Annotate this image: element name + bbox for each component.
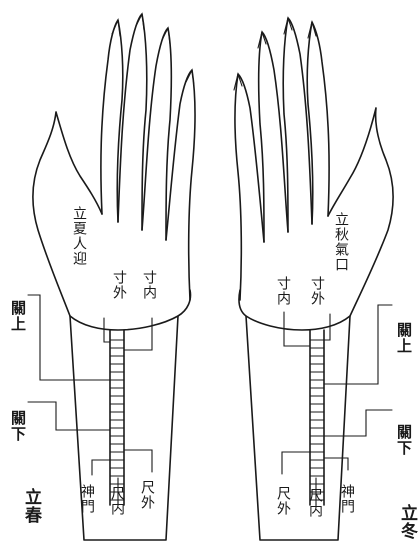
right-shenmen-leader (324, 458, 348, 470)
right-label-cun-nei: 寸内 (276, 276, 290, 306)
left-label-guan-shang: 關上 (10, 300, 25, 332)
left-label-cun-wai: 寸外 (112, 270, 126, 300)
right-palm (239, 290, 350, 330)
left-label-shenmen: 神門 (80, 484, 94, 514)
right-label-shenmen: 神門 (340, 484, 354, 514)
right-label-liqiu-qikou: 立秋氣口 (334, 212, 348, 272)
right-guan-xia-leader (324, 410, 392, 436)
left-label-chi-nei: 尺内 (110, 486, 124, 516)
right-label-guan-shang: 關上 (396, 322, 411, 354)
left-cun-nei-leader (124, 318, 152, 350)
right-pulse-ladder (310, 330, 324, 505)
left-guan-shang-leader (28, 295, 110, 380)
left-nails (112, 14, 194, 86)
right-label-cun-wai: 寸外 (310, 276, 324, 306)
left-shenmen-leader (92, 460, 110, 475)
right-chi-wai-leader (282, 452, 310, 474)
left-label-chi-wai: 尺外 (140, 480, 154, 510)
right-label-chi-wai: 尺外 (276, 486, 290, 516)
left-label-lixia-renying: 立夏人迎 (72, 206, 86, 266)
left-thumb (33, 112, 102, 316)
left-label-cun-nei: 寸内 (142, 270, 156, 300)
left-guan-xia-leader (28, 402, 110, 430)
right-label-guan-xia: 關下 (396, 424, 411, 456)
right-guan-shang-leader (324, 305, 392, 384)
left-palm (70, 290, 191, 330)
left-chi-wai-leader (124, 450, 152, 472)
left-label-season: 立春 (22, 488, 39, 524)
left-pulse-ladder (110, 330, 124, 505)
right-label-season: 立冬 (398, 504, 415, 540)
right-forearm (246, 316, 350, 540)
left-label-guan-xia: 關下 (10, 410, 25, 442)
right-label-chi-nei: 尺内 (308, 488, 322, 518)
